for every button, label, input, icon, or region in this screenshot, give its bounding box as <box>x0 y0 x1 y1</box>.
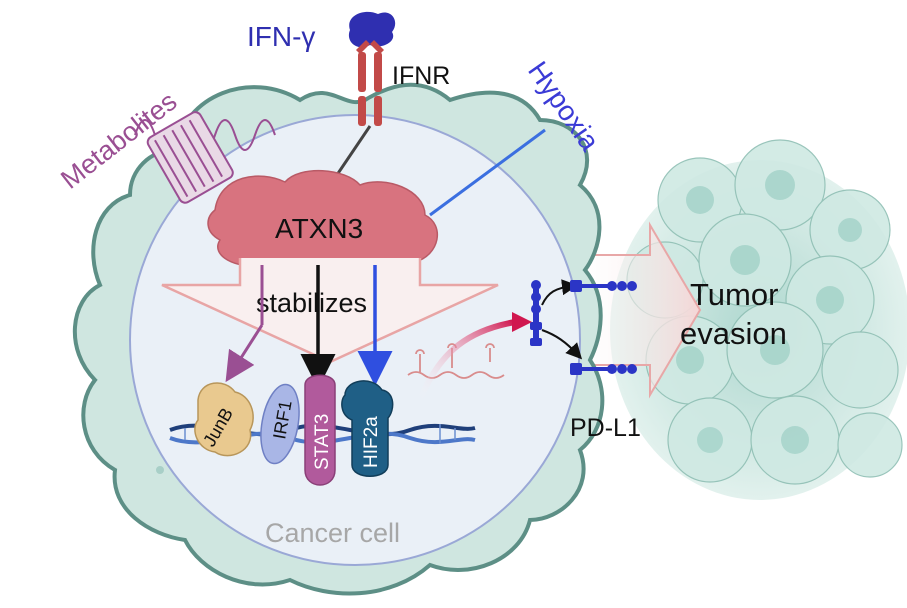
ifnr-label: IFNR <box>392 62 450 90</box>
stat3-label: STAT3 <box>312 414 333 470</box>
hif2a-label: HIF2a <box>361 416 382 468</box>
pdl1-label: PD-L1 <box>570 414 641 442</box>
metabolite-receptor-barrel <box>146 111 234 204</box>
evasion-label: evasion <box>680 316 787 351</box>
pdl1-upper-arrow <box>541 279 578 306</box>
irf1-protein: IRF1 <box>260 383 300 465</box>
pdl1-lower-molecule <box>570 363 637 375</box>
junb-protein: JunB <box>194 382 254 457</box>
hif2a-protein: HIF2a <box>341 380 394 477</box>
ifn-gamma-ligand <box>348 11 396 48</box>
stabilizes-label: stabilizes <box>256 288 367 318</box>
ifn-gamma-label: IFN-γ <box>247 21 315 52</box>
hypoxia-signal-line <box>429 128 546 217</box>
ifnr-receptor <box>356 40 384 126</box>
translation-arrow-head <box>512 312 532 332</box>
atxn3-label: ATXN3 <box>275 213 363 244</box>
pdl1-lower-arrow <box>541 329 583 360</box>
cancer-cell-label: Cancer cell <box>265 518 400 548</box>
pdl1-membrane-molecule <box>530 280 542 346</box>
stat3-protein: STAT3 <box>304 374 336 486</box>
translation-arrow <box>417 319 516 402</box>
tumor-label: Tumor <box>690 277 778 312</box>
pdl1-upper-molecule <box>570 280 637 292</box>
metabolite-arrow-head <box>225 324 264 383</box>
